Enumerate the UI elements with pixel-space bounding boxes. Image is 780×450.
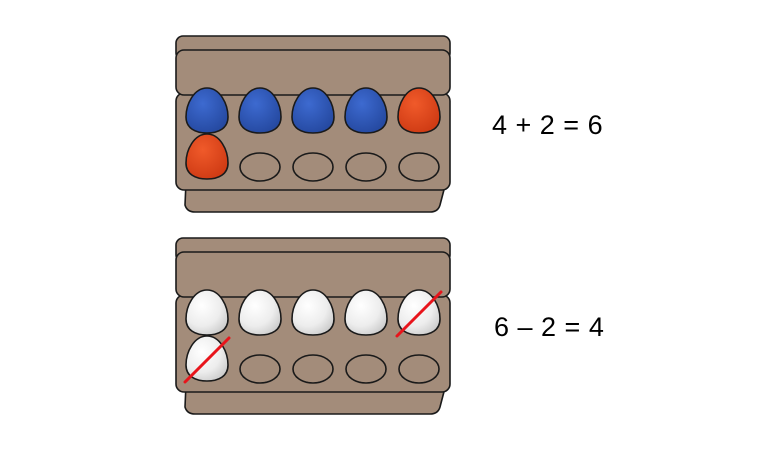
empty-egg-cup — [292, 152, 334, 182]
blue-egg — [344, 87, 388, 134]
white-egg — [238, 289, 282, 336]
empty-egg-cup — [398, 152, 440, 182]
orange-egg — [397, 87, 441, 134]
equation-addition: 4 + 2 = 6 — [492, 110, 604, 140]
blue-egg — [238, 87, 282, 134]
empty-egg-cup — [345, 354, 387, 384]
empty-egg-cup — [398, 354, 440, 384]
equation-subtraction: 6 – 2 = 4 — [494, 312, 605, 342]
white-egg — [291, 289, 335, 336]
empty-egg-cup — [239, 152, 281, 182]
empty-egg-cup — [292, 354, 334, 384]
egg-carton — [175, 237, 451, 415]
empty-egg-cup — [345, 152, 387, 182]
egg-carton — [175, 35, 451, 213]
white-egg — [185, 289, 229, 336]
white-egg — [344, 289, 388, 336]
blue-egg — [291, 87, 335, 134]
empty-egg-cup — [239, 354, 281, 384]
cross-out-line — [183, 336, 231, 384]
cross-out-line — [395, 290, 443, 338]
orange-egg — [185, 133, 229, 180]
blue-egg — [185, 87, 229, 134]
